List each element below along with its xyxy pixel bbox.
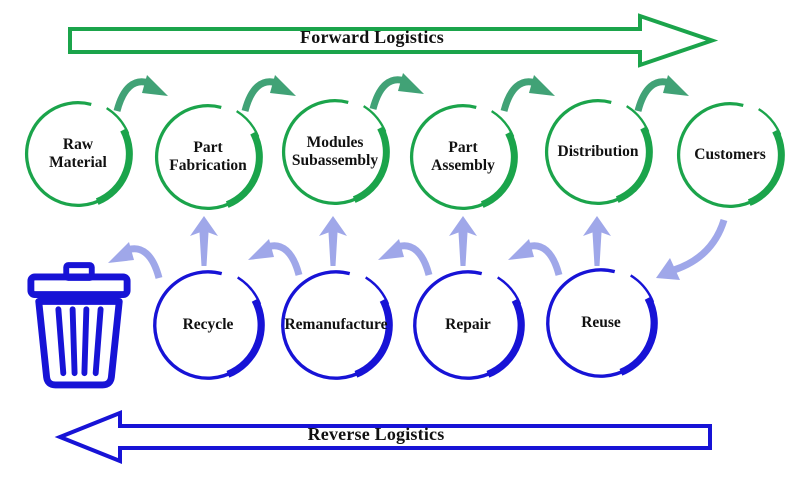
reverse-step-arrow-icon — [244, 238, 302, 278]
stage-node-part-assembly: Part Assembly — [407, 101, 519, 213]
return-flow-up-arrow-icon — [583, 216, 611, 266]
stage-label-part-assembly: Part Assembly — [431, 138, 495, 174]
stage-node-part-fabrication: Part Fabrication — [152, 101, 264, 213]
trash-can-icon — [27, 262, 131, 389]
stage-label-part-fabrication: Part Fabrication — [169, 138, 247, 174]
reverse-step-arrow-icon — [104, 241, 162, 281]
stage-label-distribution: Distribution — [557, 142, 639, 160]
stage-label-remanufacture: Remanufacture — [284, 315, 388, 333]
stage-label-recycle: Recycle — [182, 315, 234, 333]
reverse-logistics-banner-arrow — [54, 410, 712, 464]
forward-step-arrow-icon — [635, 74, 693, 114]
stage-label-repair: Repair — [445, 315, 491, 333]
forward-step-arrow-icon — [370, 72, 428, 112]
stage-label-raw-material: Raw Material — [49, 135, 107, 171]
return-flow-up-arrow-icon — [449, 216, 477, 266]
stage-node-distribution: Distribution — [542, 96, 654, 208]
stage-node-raw-material: Raw Material — [22, 98, 134, 210]
stage-node-customers: Customers — [674, 99, 786, 211]
reverse-logistics-label: Reverse Logistics — [307, 424, 445, 444]
stage-node-repair: Repair — [410, 267, 526, 383]
reverse-step-arrow-icon — [374, 238, 432, 278]
stage-label-customers: Customers — [694, 145, 766, 163]
stage-node-reuse: Reuse — [543, 265, 659, 381]
customers-return-arrow-icon — [656, 218, 728, 280]
stage-label-modules-subassembly: Modules Subassembly — [291, 133, 379, 169]
stage-node-recycle: Recycle — [150, 267, 266, 383]
return-flow-up-arrow-icon — [190, 216, 218, 266]
forward-logistics-banner-arrow — [68, 13, 719, 68]
return-flow-up-arrow-icon — [319, 216, 347, 266]
forward-step-arrow-icon — [501, 74, 559, 114]
forward-logistics-label: Forward Logistics — [300, 27, 444, 47]
stage-node-modules-subassembly: Modules Subassembly — [279, 96, 391, 208]
stage-node-remanufacture: Remanufacture — [278, 267, 394, 383]
forward-step-arrow-icon — [114, 74, 172, 114]
forward-step-arrow-icon — [242, 74, 300, 114]
reverse-step-arrow-icon — [504, 238, 562, 278]
stage-label-reuse: Reuse — [581, 313, 621, 331]
